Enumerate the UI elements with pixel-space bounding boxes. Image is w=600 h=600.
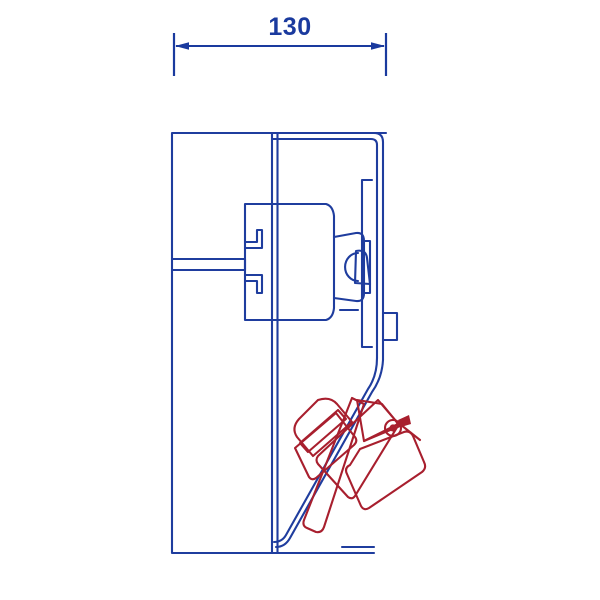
primary-geometry-group bbox=[170, 131, 399, 555]
module-notch-upper bbox=[243, 228, 264, 250]
accessory-lower-panel bbox=[344, 430, 427, 511]
accessory-left-body bbox=[293, 411, 358, 481]
pivot-marker-tab-icon bbox=[398, 415, 411, 427]
accessory-main-lid bbox=[315, 398, 399, 500]
module-shaft bbox=[170, 257, 247, 272]
dimension-group-overall-width bbox=[172, 33, 388, 76]
top-rail-outer bbox=[270, 131, 385, 362]
knob-lever-pointer bbox=[353, 249, 372, 286]
knob-housing-stem bbox=[362, 239, 372, 295]
knob-circle bbox=[344, 251, 360, 283]
dimension-arrow-left bbox=[175, 42, 189, 50]
knob-housing bbox=[332, 231, 366, 303]
pivot-marker-inner-icon bbox=[389, 424, 397, 432]
module-notch-lower bbox=[243, 273, 264, 295]
accessory-strap bbox=[302, 396, 366, 534]
right-rail-bracket bbox=[360, 178, 374, 349]
center-module-outline bbox=[243, 202, 336, 322]
dimension-label-overall-width: 130 bbox=[268, 13, 311, 41]
dimension-arrow-right bbox=[371, 42, 385, 50]
accessory-rounded-cap bbox=[293, 397, 354, 458]
pivot-marker-outer-icon bbox=[383, 418, 403, 438]
right-rail-tab bbox=[381, 311, 399, 342]
hinged-accessory-group bbox=[293, 396, 427, 534]
top-rail-inner bbox=[270, 137, 379, 360]
